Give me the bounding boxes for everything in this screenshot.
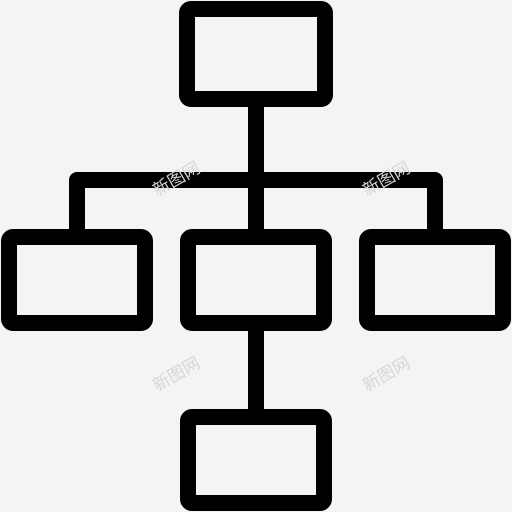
node-top-box: [179, 1, 333, 107]
node-center-box: [180, 229, 332, 331]
node-bottom-box: [180, 409, 332, 511]
node-right-box: [359, 229, 511, 331]
node-left-box: [1, 229, 153, 331]
